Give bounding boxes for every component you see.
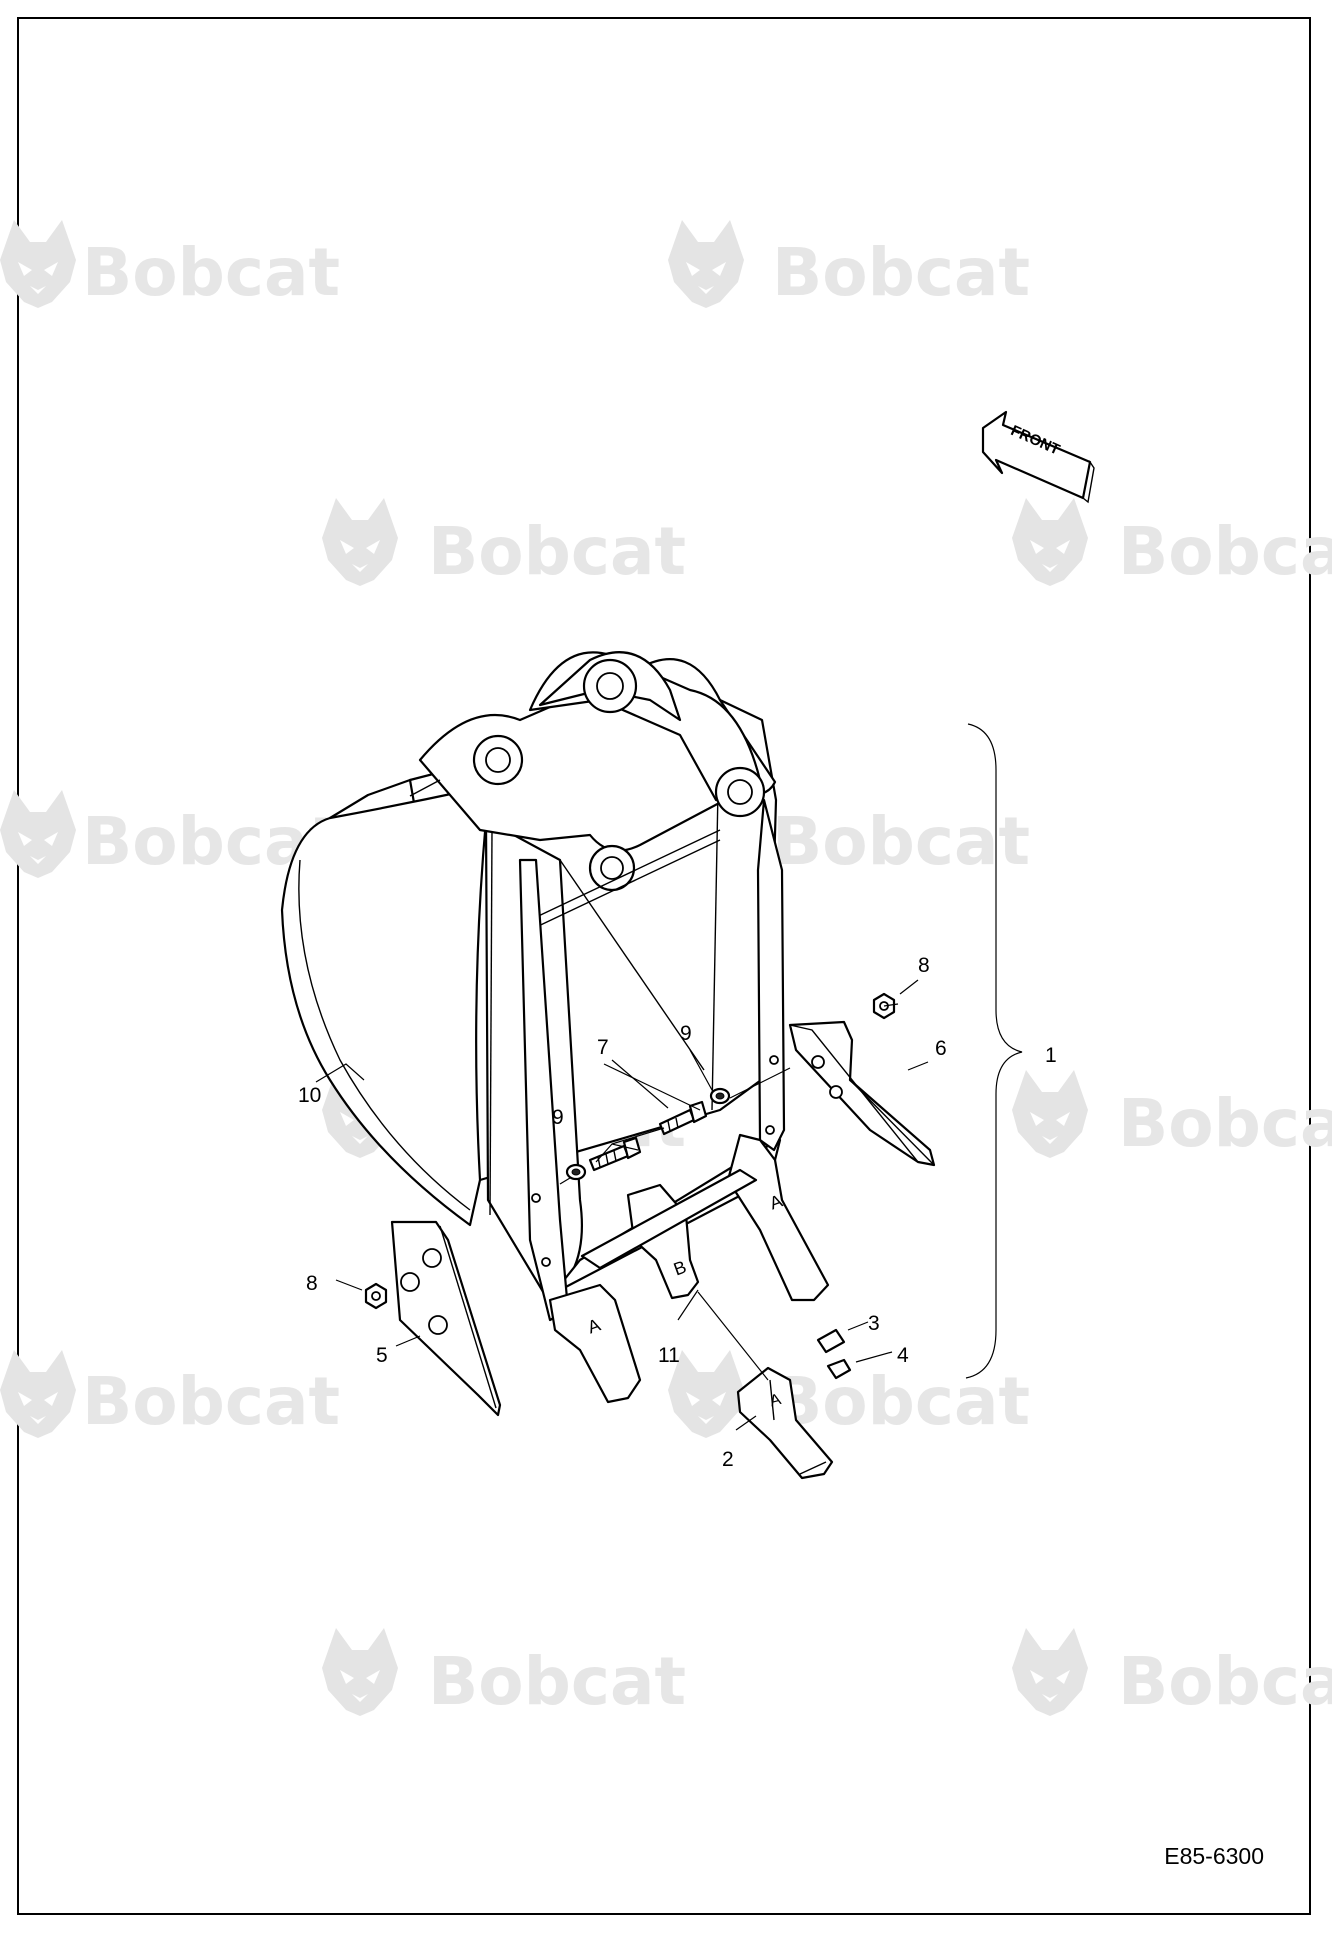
- bobcat-logo-icon: [322, 498, 398, 586]
- watermark-text: Bobcat: [772, 1363, 1030, 1440]
- drawing-frame: [17, 17, 1311, 1915]
- drawing-id: E85-6300: [1164, 1843, 1264, 1869]
- watermark: Bobcat: [1012, 1628, 1332, 1720]
- watermark: Bobcat: [322, 1628, 686, 1720]
- callout-2: 2: [722, 1448, 734, 1471]
- watermark: Bobcat: [668, 790, 1030, 880]
- bobcat-logo-icon: [0, 1350, 76, 1438]
- watermark: Bobcat: [668, 220, 1030, 311]
- tooth-right: [726, 1133, 830, 1302]
- tooth-part-2: [736, 1366, 834, 1480]
- tooth-retainer: [826, 1358, 852, 1380]
- svg-text:A: A: [768, 1391, 783, 1410]
- callout-4: 4: [897, 1344, 909, 1367]
- bobcat-logo-icon: [0, 220, 76, 308]
- watermark-text: Bobcat: [1118, 1643, 1332, 1720]
- callout-9: 9: [680, 1022, 692, 1045]
- callouts: 1 2 3 4 5 6 7 8 8 9 9 10 11: [298, 954, 1057, 1471]
- washer-left: [565, 1163, 587, 1181]
- watermark: Bobcat: [0, 1350, 340, 1440]
- leader-lines: [315, 979, 929, 1431]
- watermark-text: Bobcat: [1118, 513, 1332, 590]
- watermark: Bobcat: [322, 498, 686, 590]
- watermark-layer: Bobcat Bobcat Bobcat Bobcat Bobcat Bobca…: [0, 220, 1332, 1720]
- watermark-text: Bobcat: [82, 234, 340, 311]
- assembly-brace: [965, 723, 1023, 1379]
- bolt-left: [588, 1136, 642, 1172]
- callout-10: 10: [298, 1084, 321, 1107]
- bobcat-logo-icon: [1012, 498, 1088, 586]
- side-cutter-5: [390, 1220, 502, 1417]
- bucket-side-panel: [280, 788, 488, 1227]
- bobcat-logo-icon: [668, 220, 744, 308]
- side-cutter-left: [390, 1220, 502, 1417]
- watermark-text: Bobcat: [1118, 1085, 1332, 1162]
- tooth-left: [548, 1283, 642, 1404]
- tooth-pin: [816, 1328, 846, 1354]
- watermark-text: Bobcat: [82, 1363, 340, 1440]
- bobcat-logo-icon: [322, 1628, 398, 1716]
- nut-left: [364, 1282, 388, 1310]
- watermark-text: Bobcat: [772, 803, 1030, 880]
- callout-11: 11: [658, 1344, 680, 1367]
- callout-1: 1: [1045, 1044, 1057, 1067]
- exploded-tooth: A: [736, 1366, 834, 1480]
- side-strips: [518, 798, 786, 1322]
- callout-3: 3: [868, 1312, 880, 1335]
- callout-9: 9: [552, 1106, 564, 1129]
- watermark: Bobcat: [668, 1350, 1030, 1440]
- bobcat-logo-icon: [0, 790, 76, 878]
- front-arrow: FRONT: [981, 410, 1095, 504]
- watermark-text: Bobcat: [772, 234, 1030, 311]
- callout-8: 8: [918, 954, 930, 977]
- pin-part-3: [816, 1328, 846, 1354]
- watermark-text: Bobcat: [428, 1643, 686, 1720]
- watermark: Bobcat: [0, 220, 340, 311]
- bobcat-logo-icon: [1012, 1628, 1088, 1716]
- callout-6: 6: [935, 1037, 947, 1060]
- callout-5: 5: [376, 1344, 388, 1367]
- watermark: Bobcat: [1012, 1070, 1332, 1162]
- front-arrow-icon: [981, 410, 1092, 500]
- washer-right: [709, 1087, 731, 1105]
- side-cutter-right: [788, 1020, 936, 1167]
- bobcat-logo-icon: [1012, 1070, 1088, 1158]
- mounting-bracket: [409, 651, 777, 931]
- left-side-strip: [518, 858, 570, 1322]
- retainer-part-4: [826, 1358, 852, 1380]
- watermark: Bobcat: [1012, 498, 1332, 590]
- bucket-teeth: A A B: [548, 1133, 830, 1404]
- callout-7: 7: [597, 1036, 609, 1059]
- watermark-text: Bobcat: [428, 513, 686, 590]
- callout-8: 8: [306, 1272, 318, 1295]
